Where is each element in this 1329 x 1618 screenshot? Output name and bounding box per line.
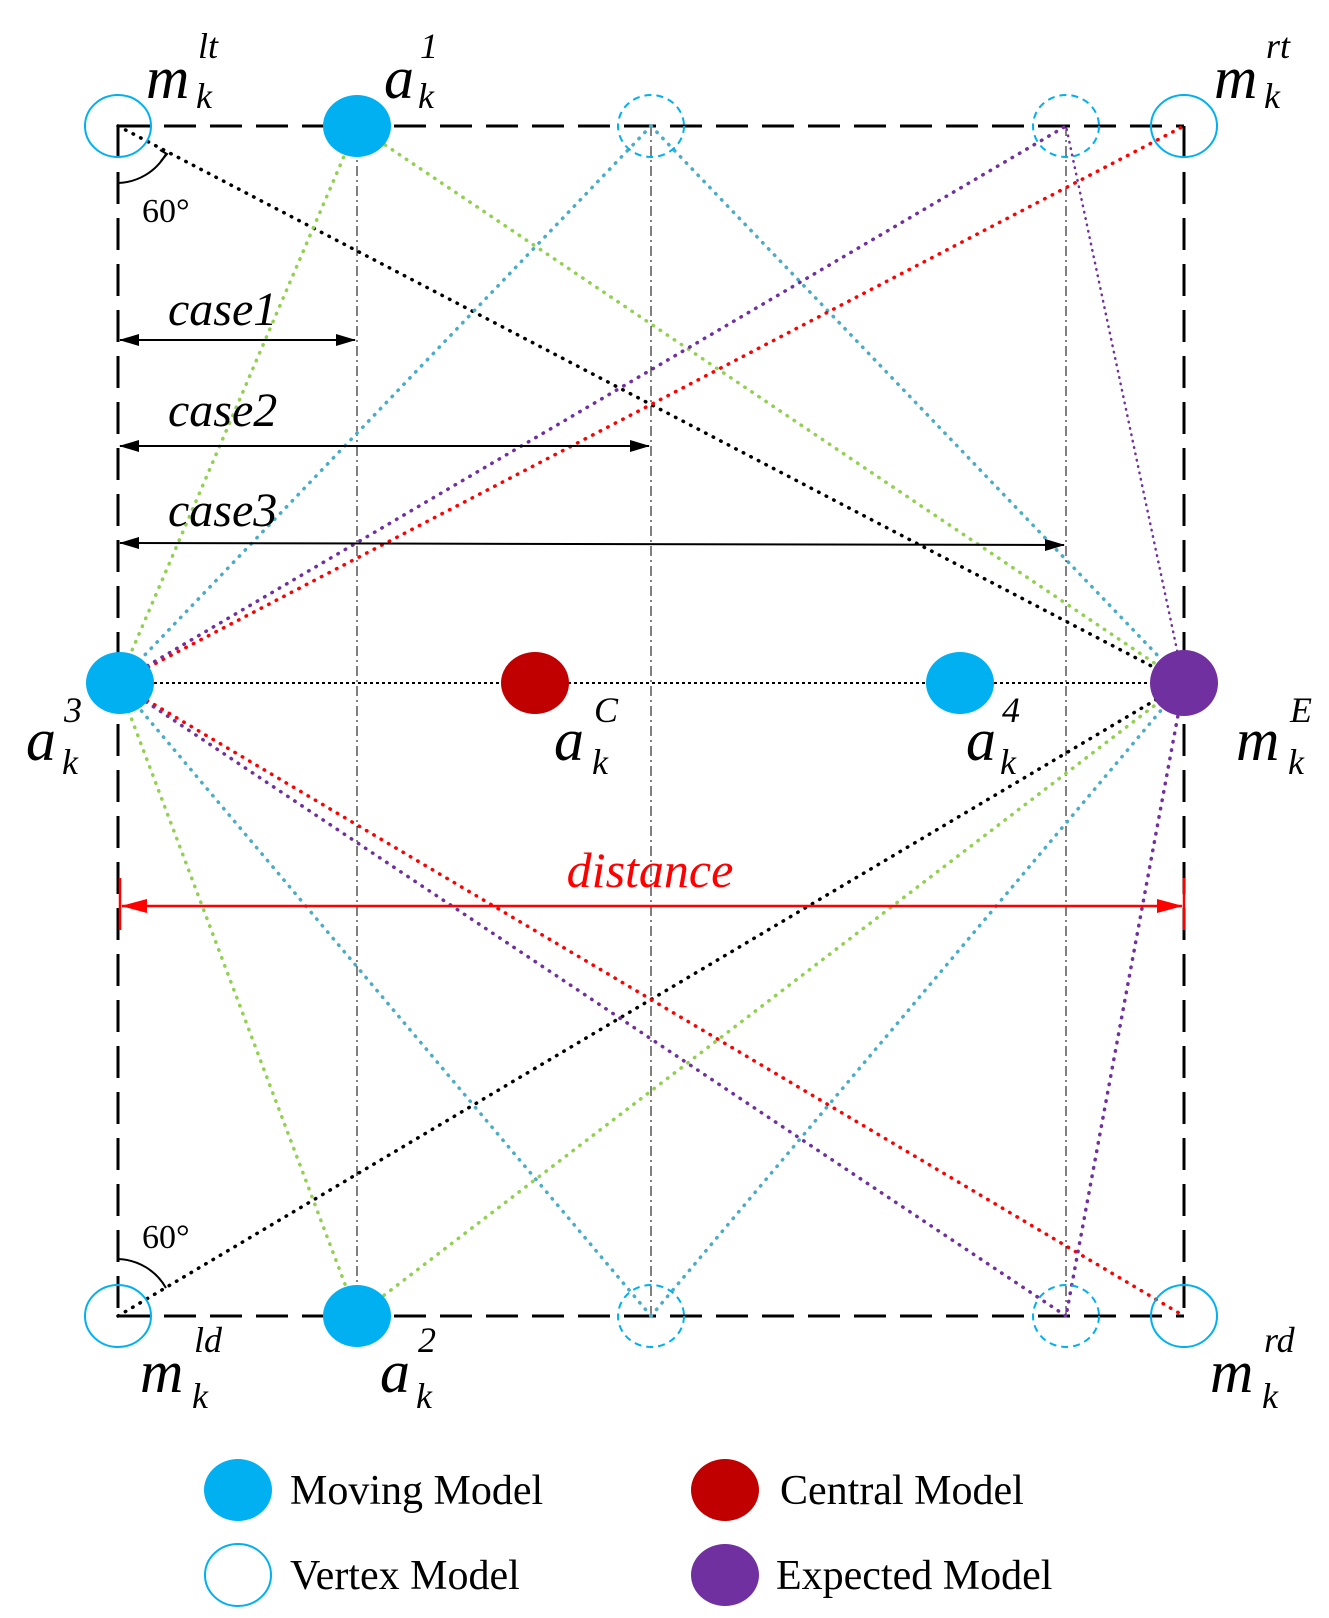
- svg-text:m: m: [1214, 45, 1257, 111]
- moving-model-a3: [86, 652, 154, 714]
- distance-label: distance: [567, 842, 734, 898]
- line-a3-v3bot: [116, 681, 1068, 1318]
- vertex-dashed-bot-3: [1032, 1284, 1100, 1348]
- line-mE-v3bot: [1064, 681, 1186, 1318]
- legend-vertex-swatch: [204, 1543, 272, 1607]
- moving-model-a1: [323, 95, 391, 157]
- svg-text:lt: lt: [198, 26, 219, 66]
- angle-arc-bottom: [117, 1258, 167, 1289]
- label-a4: a 4 k: [966, 690, 1020, 782]
- case-arrows: [119, 334, 1065, 551]
- angle-label-top: 60°: [142, 193, 190, 230]
- case2-label: case2: [168, 384, 277, 437]
- svg-text:3: 3: [63, 690, 82, 730]
- vertex-m-lt: [84, 94, 152, 158]
- line-mE-v3top: [1064, 124, 1186, 685]
- label-a2: a 2 k: [380, 1320, 436, 1416]
- vertex-dashed-bot-2: [617, 1284, 685, 1348]
- line-a3-mrd: [116, 681, 1186, 1318]
- legend-expected-swatch: [691, 1544, 759, 1606]
- line-a1-a3: [116, 124, 359, 685]
- svg-text:m: m: [1236, 707, 1279, 773]
- label-mE: m E k: [1236, 690, 1312, 782]
- svg-text:k: k: [1264, 76, 1281, 116]
- expected-model-mE: [1150, 650, 1218, 716]
- svg-text:rt: rt: [1266, 26, 1291, 66]
- label-m-lt: m lt k: [146, 26, 219, 116]
- svg-text:1: 1: [420, 26, 438, 66]
- legend-expected-label: Expected Model: [776, 1553, 1052, 1599]
- legend-moving-swatch: [204, 1459, 272, 1521]
- legend: Moving Model Central Model Vertex Model …: [204, 1459, 1052, 1607]
- svg-text:E: E: [1289, 690, 1312, 730]
- svg-text:a: a: [26, 707, 56, 773]
- vertex-dashed-top-3: [1032, 94, 1100, 158]
- svg-text:m: m: [146, 45, 189, 111]
- label-m-ld: m ld k: [140, 1320, 223, 1416]
- label-a1: a 1 k: [384, 26, 438, 116]
- svg-text:2: 2: [418, 1320, 436, 1360]
- central-model-aC: [501, 652, 569, 714]
- svg-text:m: m: [140, 1339, 183, 1405]
- svg-text:m: m: [1210, 1339, 1253, 1405]
- line-mlt-mE: [116, 124, 1186, 685]
- svg-text:k: k: [196, 76, 213, 116]
- line-a1-mE: [355, 124, 1186, 685]
- case1-label: case1: [168, 283, 277, 336]
- case3-arrow: [119, 537, 1065, 551]
- line-v2top-a3: [116, 124, 653, 685]
- angle-arc-top: [117, 153, 167, 184]
- vertex-dashed-top-2: [617, 94, 685, 158]
- svg-text:4: 4: [1002, 690, 1020, 730]
- svg-text:k: k: [416, 1376, 433, 1416]
- angle-label-bottom: 60°: [142, 1219, 190, 1256]
- line-a3-v3top: [116, 124, 1068, 685]
- line-a2-mE: [355, 681, 1186, 1318]
- vertex-m-rt: [1150, 94, 1218, 158]
- vertex-models: [84, 94, 1218, 1348]
- vertical-guides: [356, 126, 1067, 1316]
- line-a3-mrt: [116, 124, 1186, 685]
- svg-text:a: a: [380, 1339, 410, 1405]
- line-a2-a3: [116, 681, 359, 1318]
- case3-label: case3: [168, 484, 277, 537]
- moving-model-a4: [926, 652, 994, 714]
- svg-text:a: a: [966, 707, 996, 773]
- svg-text:C: C: [594, 690, 619, 730]
- label-m-rt: m rt k: [1214, 26, 1291, 116]
- svg-text:k: k: [62, 742, 79, 782]
- svg-text:k: k: [418, 76, 435, 116]
- legend-central-label: Central Model: [780, 1468, 1024, 1514]
- angle-arc-top-tick: [159, 149, 169, 162]
- moving-model-a2: [323, 1285, 391, 1347]
- svg-text:k: k: [192, 1376, 209, 1416]
- label-m-rd: m rd k: [1210, 1320, 1296, 1416]
- legend-central-swatch: [691, 1459, 759, 1521]
- label-aC: a C k: [554, 690, 619, 782]
- line-v2bot-mE: [649, 681, 1186, 1318]
- svg-text:ld: ld: [194, 1320, 223, 1360]
- svg-text:k: k: [1262, 1376, 1279, 1416]
- distance-arrow: [118, 878, 1186, 930]
- svg-text:rd: rd: [1264, 1320, 1296, 1360]
- legend-moving-label: Moving Model: [290, 1468, 543, 1514]
- legend-vertex-label: Vertex Model: [290, 1553, 520, 1599]
- svg-text:a: a: [554, 707, 584, 773]
- vertex-m-rd: [1150, 1284, 1218, 1348]
- svg-text:k: k: [592, 742, 609, 782]
- svg-text:k: k: [1000, 742, 1017, 782]
- label-a3: a 3 k: [26, 690, 82, 782]
- svg-text:k: k: [1288, 742, 1305, 782]
- line-v2top-mE: [649, 124, 1186, 685]
- svg-text:a: a: [384, 45, 414, 111]
- connection-lines: [116, 124, 1186, 1318]
- line-v2bot-a3: [116, 681, 653, 1318]
- vertex-m-ld: [84, 1284, 152, 1348]
